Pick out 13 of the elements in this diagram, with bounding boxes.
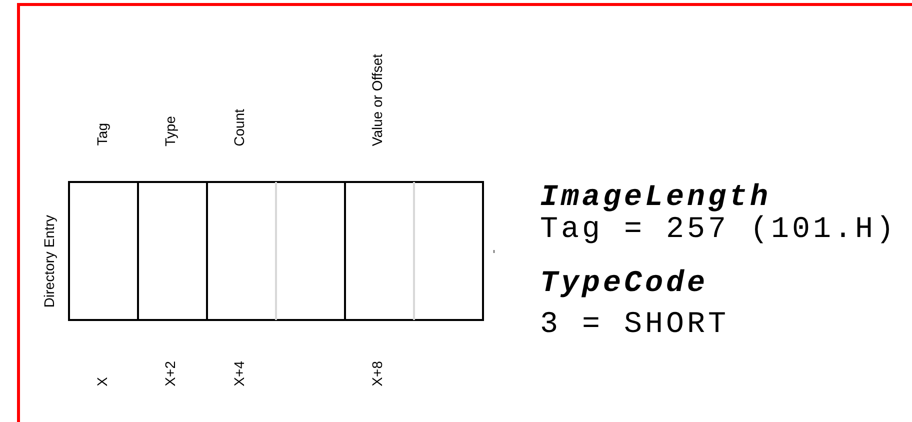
offset-label: X+2 — [162, 360, 178, 386]
offset-label: X+8 — [369, 360, 385, 386]
tag-value: Tag = 257 (101.H) — [540, 214, 898, 246]
field-label: Tag — [94, 123, 110, 146]
type-value: 3 = SHORT — [540, 309, 730, 341]
offset-label: X — [94, 376, 110, 386]
type-name: TypeCode — [540, 268, 708, 300]
field-label: Type — [162, 116, 178, 146]
field-label: Count — [231, 108, 247, 146]
offset-label: X+4 — [231, 360, 247, 386]
tag-name: ImageLength — [540, 182, 772, 214]
row-label: Directory Entry — [41, 215, 57, 308]
field-label: Value or Offset — [369, 54, 385, 146]
